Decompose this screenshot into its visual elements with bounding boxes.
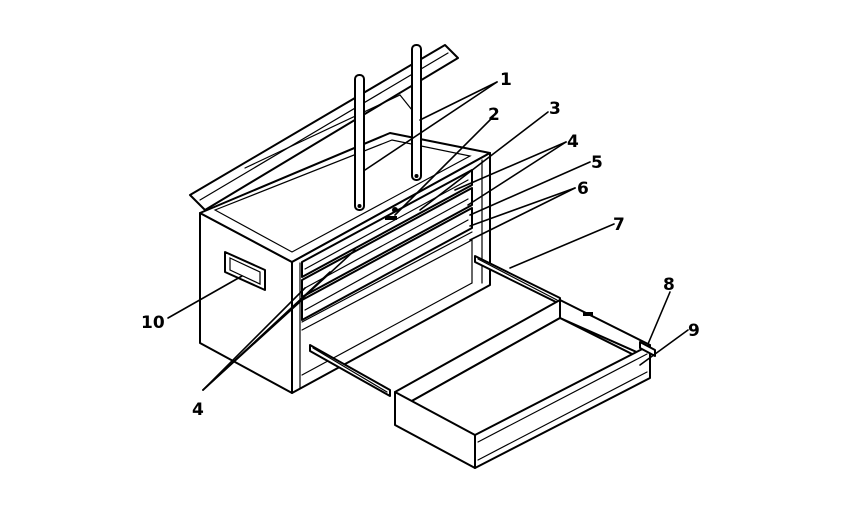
callout-8: 8 bbox=[663, 275, 675, 295]
drawer-2-lip bbox=[304, 198, 469, 289]
drawer-opening-line-1 bbox=[301, 231, 473, 323]
lid-stays bbox=[354, 44, 422, 213]
drawer-bumper bbox=[639, 341, 656, 357]
open-drawer-stop-mark bbox=[583, 312, 593, 316]
leader-8 bbox=[647, 291, 671, 345]
leader-10 bbox=[167, 275, 243, 319]
open-drawer-base-line bbox=[477, 371, 648, 461]
chest-lid bbox=[189, 44, 459, 211]
leader-4b-3 bbox=[202, 287, 306, 391]
leader-3 bbox=[419, 111, 549, 211]
drawer-slides bbox=[309, 255, 561, 397]
slide-right-groove bbox=[477, 258, 558, 301]
callout-4-right: 4 bbox=[567, 132, 579, 152]
callout-6: 6 bbox=[577, 179, 589, 199]
side-handle-frame bbox=[224, 251, 266, 291]
slide-left-groove bbox=[312, 347, 388, 393]
open-drawer-rim bbox=[477, 353, 648, 443]
callout-5: 5 bbox=[591, 153, 603, 173]
drawer-3-front bbox=[301, 207, 473, 321]
open-drawer bbox=[394, 299, 651, 469]
leader-5 bbox=[469, 161, 591, 216]
callout-1: 1 bbox=[500, 70, 512, 90]
drawer-1-front bbox=[301, 169, 473, 278]
callout-7: 7 bbox=[613, 215, 625, 235]
lid-inner-line bbox=[244, 94, 401, 169]
leader-2 bbox=[394, 116, 494, 216]
side-handle bbox=[224, 251, 266, 291]
callout-3: 3 bbox=[549, 99, 561, 119]
lid-inner-line-2 bbox=[399, 94, 413, 111]
lid-stay-left-rivet bbox=[357, 204, 362, 208]
leader-7 bbox=[509, 223, 615, 269]
leader-6b bbox=[469, 187, 576, 241]
leader-4a-2 bbox=[467, 141, 567, 206]
callout-9: 9 bbox=[688, 321, 700, 341]
leader-1a bbox=[364, 81, 498, 171]
lid-stay-left bbox=[354, 74, 365, 211]
leader-9 bbox=[639, 329, 689, 366]
leader-lines bbox=[167, 81, 689, 391]
leader-6a bbox=[469, 187, 576, 227]
callout-10: 10 bbox=[141, 313, 165, 333]
callout-2: 2 bbox=[488, 105, 500, 125]
side-handle-grip bbox=[229, 257, 261, 285]
drawer-handle-mark bbox=[385, 216, 397, 220]
callout-4-left: 4 bbox=[192, 400, 204, 420]
chest-top-inner bbox=[213, 139, 472, 253]
lid-edge-line bbox=[199, 52, 449, 201]
drawer-3-lip bbox=[304, 219, 469, 311]
drawer-opening-line-2 bbox=[301, 239, 473, 331]
leader-4b-4 bbox=[202, 299, 303, 391]
leader-4a-1 bbox=[454, 141, 567, 191]
lid-stay-right-rivet bbox=[414, 174, 419, 178]
lid-stay-right bbox=[411, 44, 422, 181]
callout-labels: 1 2 3 4 5 6 7 8 9 10 4 bbox=[141, 70, 700, 420]
leader-1b bbox=[419, 81, 498, 121]
